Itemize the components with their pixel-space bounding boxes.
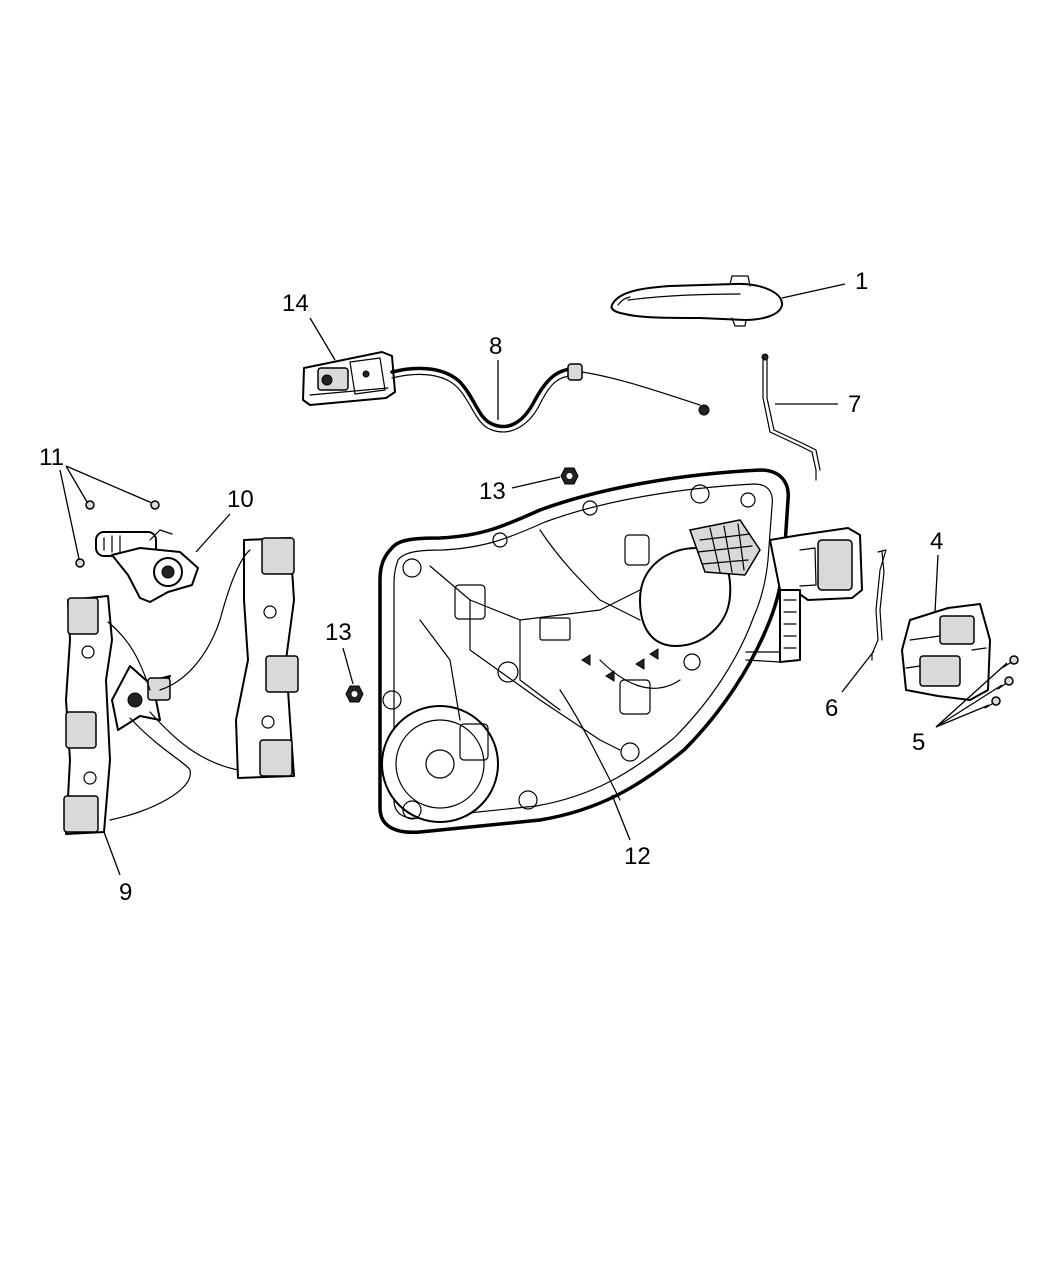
part-12-door-carrier: [378, 468, 790, 835]
callout-12: 12: [624, 843, 651, 870]
callout-4: 4: [930, 528, 943, 555]
callout-1: 1: [855, 268, 868, 295]
callout-9: 9: [119, 879, 132, 906]
part-8-cable: [390, 363, 710, 433]
leader-lines: [59, 283, 1008, 876]
part-1-exterior-handle: [610, 275, 784, 327]
part-13-nut-lower: [345, 685, 364, 703]
callout-labels: 1 4 5 6 7 8 9 10 11 12 13 13 14: [39, 268, 943, 906]
callout-5: 5: [912, 729, 925, 756]
callout-13-upper: 13: [479, 478, 506, 505]
callout-11: 11: [39, 444, 64, 471]
part-7-rod: [761, 353, 821, 481]
callout-6: 6: [825, 695, 838, 722]
callout-13-lower: 13: [325, 619, 352, 646]
callout-10: 10: [227, 486, 254, 513]
part-6-rod: [871, 549, 887, 661]
part-14-interior-handle: [302, 351, 396, 406]
part-9-window-regulator: [63, 537, 299, 835]
part-5-screws: [984, 655, 1019, 709]
part-10-window-motor: [95, 529, 199, 603]
callout-14: 14: [282, 290, 309, 317]
part-11-fasteners: [75, 500, 160, 568]
latch-bracket: [745, 527, 863, 663]
part-4-door-latch: [901, 603, 991, 701]
callout-7: 7: [848, 391, 861, 418]
part-13-nut-upper: [560, 467, 579, 485]
callout-8: 8: [489, 333, 502, 360]
